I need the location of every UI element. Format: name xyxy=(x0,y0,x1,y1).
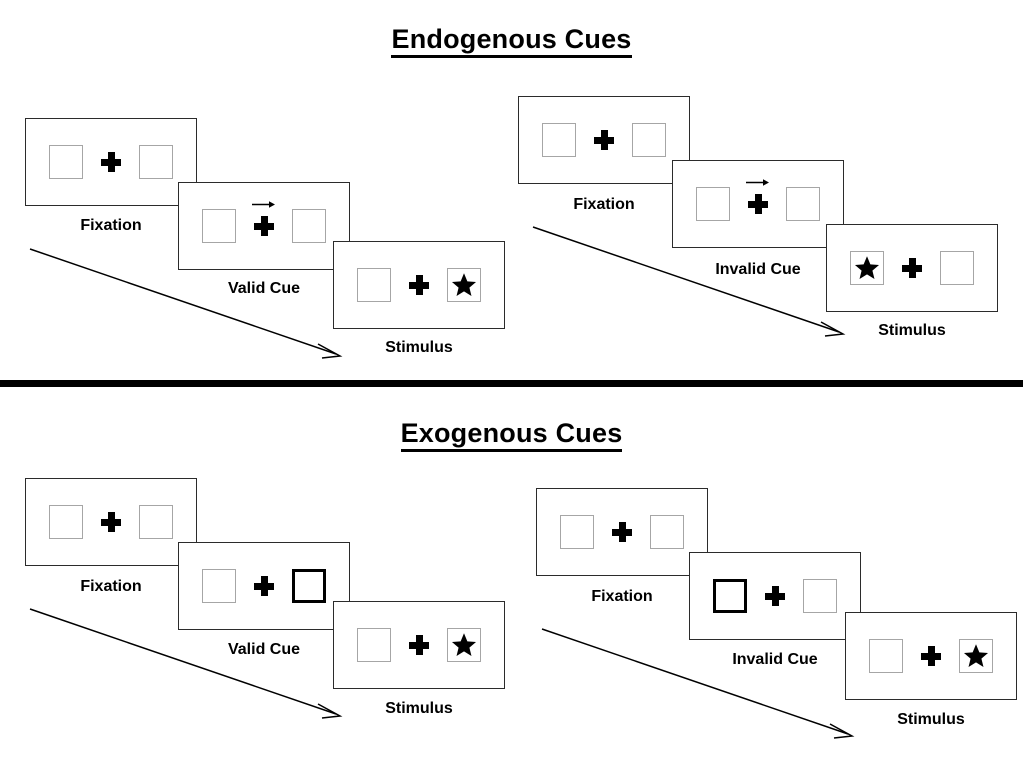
left-placeholder-box xyxy=(202,569,236,603)
frame-content xyxy=(202,569,326,603)
plus-icon xyxy=(921,646,941,666)
fixation-centre xyxy=(594,130,614,150)
plus-icon xyxy=(748,194,768,214)
caption-endogenous-valid-fixation: Fixation xyxy=(80,217,142,234)
fixation-centre xyxy=(252,201,275,236)
section-title-endogenous-text: Endogenous Cues xyxy=(391,24,632,58)
arrow-right-icon xyxy=(746,179,769,186)
plus-icon xyxy=(594,130,614,150)
right-placeholder-box xyxy=(447,268,481,302)
plus-icon xyxy=(765,586,785,606)
frame-content xyxy=(357,268,481,302)
frame-exogenous-invalid-fixation[interactable] xyxy=(536,488,708,576)
plus-icon xyxy=(409,635,429,655)
fixation-centre xyxy=(409,275,429,295)
caption-exogenous-valid-stimulus: Stimulus xyxy=(385,700,453,717)
right-placeholder-box xyxy=(292,209,326,243)
left-placeholder-box xyxy=(696,187,730,221)
plus-icon xyxy=(254,576,274,596)
plus-icon xyxy=(101,512,121,532)
star-icon xyxy=(963,644,989,668)
caption-endogenous-invalid-stimulus: Stimulus xyxy=(878,322,946,339)
left-placeholder-box xyxy=(49,505,83,539)
fixation-centre xyxy=(101,512,121,532)
fixation-centre xyxy=(254,576,274,596)
left-placeholder-box xyxy=(357,268,391,302)
frame-content xyxy=(713,579,837,613)
arrow-right-icon xyxy=(252,201,275,208)
caption-exogenous-invalid-stimulus: Stimulus xyxy=(897,711,965,728)
frame-content xyxy=(869,639,993,673)
left-placeholder-box xyxy=(49,145,83,179)
right-cued-box xyxy=(292,569,326,603)
right-placeholder-box xyxy=(139,145,173,179)
right-placeholder-box xyxy=(940,251,974,285)
frame-exogenous-invalid-cue[interactable] xyxy=(689,552,861,640)
left-placeholder-box xyxy=(202,209,236,243)
fixation-centre xyxy=(409,635,429,655)
fixation-centre xyxy=(902,258,922,278)
section-endogenous: Endogenous Cues Fixation Valid Cue xyxy=(0,24,1023,359)
fixation-centre xyxy=(612,522,632,542)
frame-content xyxy=(542,123,666,157)
section-divider xyxy=(0,380,1023,387)
right-placeholder-box xyxy=(959,639,993,673)
plus-icon xyxy=(101,152,121,172)
frame-endogenous-valid-cue[interactable] xyxy=(178,182,350,270)
frame-content xyxy=(357,628,481,662)
left-cued-box xyxy=(713,579,747,613)
frame-content xyxy=(49,505,173,539)
left-placeholder-box xyxy=(560,515,594,549)
section-title-exogenous-text: Exogenous Cues xyxy=(400,418,623,452)
caption-exogenous-invalid-cue: Invalid Cue xyxy=(732,651,818,668)
caption-exogenous-invalid-fixation: Fixation xyxy=(591,588,653,605)
frame-content xyxy=(49,145,173,179)
star-icon xyxy=(451,273,477,297)
caption-endogenous-invalid-fixation: Fixation xyxy=(573,196,635,213)
frame-endogenous-invalid-stimulus[interactable] xyxy=(826,224,998,312)
caption-endogenous-valid-cue: Valid Cue xyxy=(227,280,301,297)
section-exogenous: Exogenous Cues Fixation Valid Cue xyxy=(0,390,1023,767)
frame-endogenous-valid-fixation[interactable] xyxy=(25,118,197,206)
left-placeholder-box xyxy=(357,628,391,662)
caption-endogenous-valid-stimulus: Stimulus xyxy=(385,339,453,356)
frame-content xyxy=(560,515,684,549)
frame-content xyxy=(202,201,326,243)
caption-endogenous-invalid-cue: Invalid Cue xyxy=(715,261,801,278)
fixation-centre xyxy=(765,586,785,606)
caption-exogenous-valid-fixation: Fixation xyxy=(80,578,142,595)
right-placeholder-box xyxy=(786,187,820,221)
plus-icon xyxy=(409,275,429,295)
frame-content xyxy=(696,179,820,221)
left-placeholder-box xyxy=(869,639,903,673)
right-placeholder-box xyxy=(803,579,837,613)
plus-icon xyxy=(902,258,922,278)
frame-exogenous-valid-cue[interactable] xyxy=(178,542,350,630)
frame-endogenous-invalid-fixation[interactable] xyxy=(518,96,690,184)
fixation-centre xyxy=(921,646,941,666)
section-title-exogenous: Exogenous Cues xyxy=(0,418,1023,452)
frame-endogenous-invalid-cue[interactable] xyxy=(672,160,844,248)
diagonal-arrow-icon-exogenous-invalid xyxy=(541,628,855,739)
caption-exogenous-valid-cue: Valid Cue xyxy=(227,641,301,658)
frame-content xyxy=(850,251,974,285)
right-placeholder-box xyxy=(447,628,481,662)
frame-exogenous-valid-stimulus[interactable] xyxy=(333,601,505,689)
frame-exogenous-invalid-stimulus[interactable] xyxy=(845,612,1017,700)
right-placeholder-box xyxy=(139,505,173,539)
frame-exogenous-valid-fixation[interactable] xyxy=(25,478,197,566)
plus-icon xyxy=(612,522,632,542)
star-icon xyxy=(854,256,880,280)
right-placeholder-box xyxy=(650,515,684,549)
star-icon xyxy=(451,633,477,657)
frame-endogenous-valid-stimulus[interactable] xyxy=(333,241,505,329)
fixation-centre xyxy=(746,179,769,214)
plus-icon xyxy=(254,216,274,236)
fixation-centre xyxy=(101,152,121,172)
right-placeholder-box xyxy=(632,123,666,157)
section-title-endogenous: Endogenous Cues xyxy=(0,24,1023,58)
left-placeholder-box xyxy=(850,251,884,285)
left-placeholder-box xyxy=(542,123,576,157)
